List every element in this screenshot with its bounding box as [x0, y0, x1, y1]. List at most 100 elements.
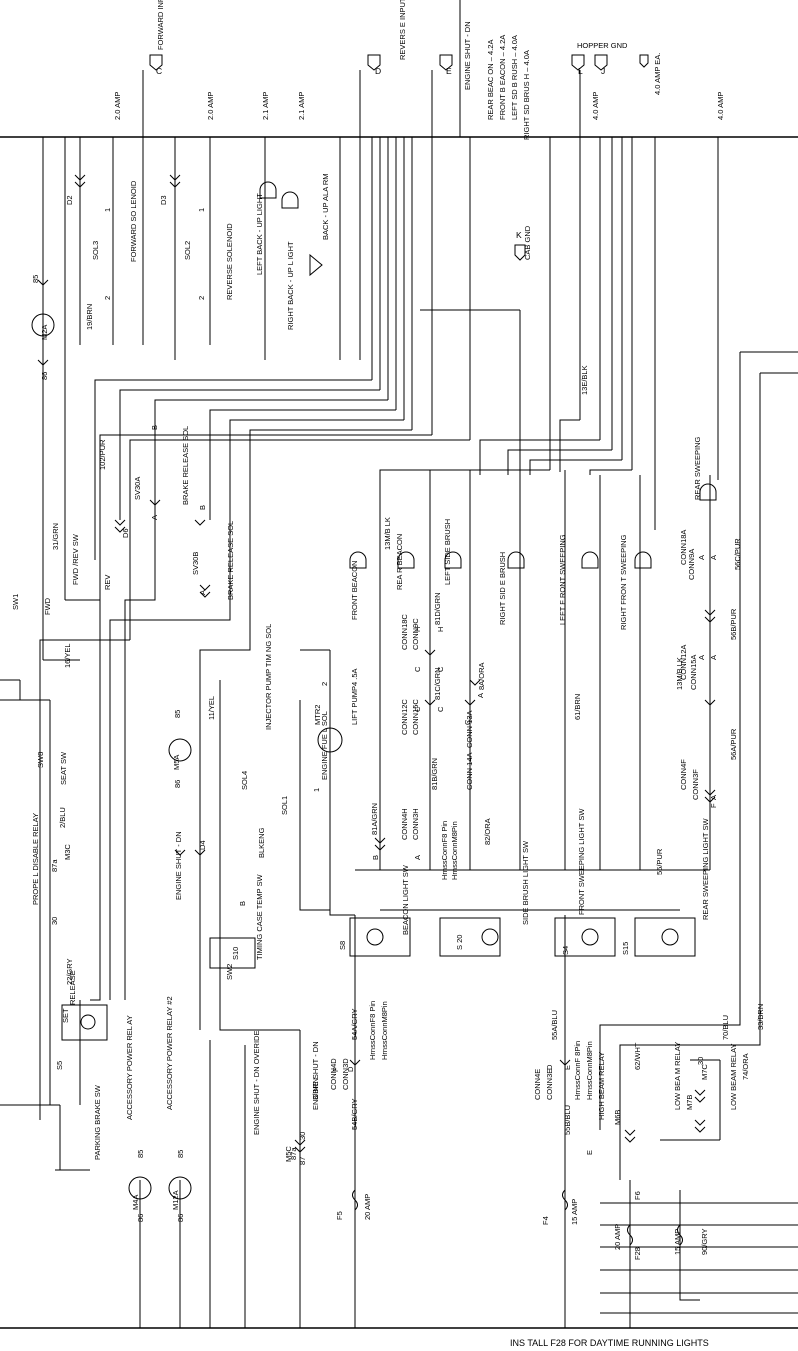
connector-amp [639, 54, 649, 68]
bus-lines [0, 136, 798, 1329]
pin-label: 1 [312, 788, 321, 792]
relay-m12a [168, 1176, 192, 1200]
pin-label: 85 [136, 1150, 145, 1158]
component-label: 56B/PUR [729, 608, 738, 640]
pin-label: 1 [103, 208, 112, 212]
pin-label: 2 [103, 296, 112, 300]
connector-letter: J [601, 66, 605, 76]
component-label: 74/ORA [741, 1053, 750, 1080]
pin-label: B [198, 505, 207, 510]
component-label: F6 [633, 1191, 642, 1200]
connector-l [571, 54, 585, 71]
component-label: 90/GRY [700, 1228, 709, 1255]
component-label: SET [61, 1008, 70, 1023]
stepped-wires [19, 352, 761, 1328]
pin-label: 85 [173, 710, 182, 718]
connector-letter: E [446, 66, 452, 76]
component-label: 30 [50, 917, 59, 925]
component-label: 85 [31, 275, 40, 283]
component-label: CONN4D [329, 1058, 338, 1090]
component-label: S8 [338, 941, 347, 950]
component-label: BACK - UP ALA RM [321, 173, 330, 240]
pin-label: B [371, 855, 380, 860]
component-label: BEACON LIGHT SW [401, 864, 410, 935]
pin-label: D [545, 1064, 554, 1070]
component-label: LEFT BACK - UP LIGHT [255, 193, 264, 275]
relay-m2a [31, 313, 55, 337]
component-label: M2A [40, 325, 49, 340]
component-label: D2 [65, 195, 74, 205]
component-label: F28 [633, 1247, 642, 1260]
pin-label: A [709, 795, 718, 800]
rear-sweep-lamp [699, 483, 717, 501]
component-label: 81A/GRN [370, 803, 379, 835]
pin-label: C [413, 706, 422, 712]
component-label: SOL3 [91, 241, 100, 260]
component-label: CONN 14A [465, 752, 474, 790]
pin-label: 85 [176, 1150, 185, 1158]
connector-letter: D [375, 66, 381, 76]
component-label: CONN3E [545, 1069, 554, 1100]
component-label: MTR2 [313, 705, 322, 725]
component-label: 13M/B LK [383, 517, 392, 550]
component-label: LOW BEAM RELAY [729, 1043, 738, 1110]
pin-label: 2 [197, 296, 206, 300]
component-label: CONN9C [411, 618, 420, 650]
component-label: 19/BRN [85, 304, 94, 330]
component-label: RELEASE [68, 970, 77, 1005]
rear-beacon-lamp [397, 551, 415, 569]
component-label: 56A/PUR [729, 728, 738, 760]
pin-label: 87 [298, 1157, 307, 1165]
connector-e [439, 54, 453, 71]
left-brush-lamp [444, 551, 462, 569]
switch-boxes [61, 917, 696, 1041]
front-sweep-switch-box [554, 917, 616, 957]
component-label: PROPE L DISABLE RELAY [31, 813, 40, 905]
component-label: LEFT F RONT SWEEPING [558, 534, 567, 625]
component-label: SW2 [225, 964, 234, 980]
component-label: ENGINE SHUT - DN [174, 831, 183, 900]
pin-label: A [709, 655, 718, 660]
component-label: 15 AMP [570, 1199, 579, 1225]
component-label: REV [103, 575, 112, 590]
pin-label: B [150, 425, 159, 430]
component-label: S5 [55, 1061, 64, 1070]
pin-label: A [476, 693, 485, 698]
component-label: CONN12A [679, 645, 688, 680]
top-label: 2.1 AMP [297, 92, 306, 120]
pin-label: A [150, 515, 159, 520]
fuses [352, 1189, 683, 1246]
component-label: RIGHT BACK - UP L IGHT [286, 241, 295, 330]
component-label: 22/GRY [65, 958, 74, 985]
cab-gnd-label: CAB GND [523, 225, 532, 260]
component-label: CONN3F [691, 769, 700, 800]
component-label: 54B/GRY [350, 1098, 359, 1130]
component-label: 70/BLU [721, 1015, 730, 1040]
fuse-f6 [627, 1224, 633, 1246]
component-label: BRAKE RELEASE SOL [226, 521, 235, 600]
component-label: 3/BRN [311, 1078, 320, 1100]
component-label: M7B [685, 1095, 694, 1110]
top-label: 4.0 AMP [591, 92, 600, 120]
side-brush-switch-box [439, 917, 501, 957]
top-label: FRONT B EACON – 4.2A [498, 35, 507, 120]
relay-coils [31, 313, 343, 1200]
component-label: FRONT BEACON [350, 561, 359, 620]
component-label: 102/PUR [98, 439, 107, 470]
component-label: 11/YEL [207, 696, 216, 720]
component-label: S15 [621, 942, 630, 955]
top-label: 2.1 AMP [261, 92, 270, 120]
connector-flags [149, 54, 649, 277]
pin-label: C [436, 706, 445, 712]
beacon-switch-box [349, 917, 411, 957]
component-label: CONN3D [341, 1058, 350, 1090]
component-label: M4A [131, 1195, 140, 1210]
connector-letter: C [156, 66, 162, 76]
top-label: REAR BEAC ON – 4.2A [486, 40, 495, 120]
component-label: D6 [121, 528, 130, 538]
component-label: CONN15C [411, 699, 420, 735]
right-sweep-lamp [634, 551, 652, 569]
left-backup-lamp [259, 181, 277, 199]
top-label: HOPPER GND [577, 41, 628, 50]
component-label: FORWARD SO LENOID [129, 180, 138, 262]
